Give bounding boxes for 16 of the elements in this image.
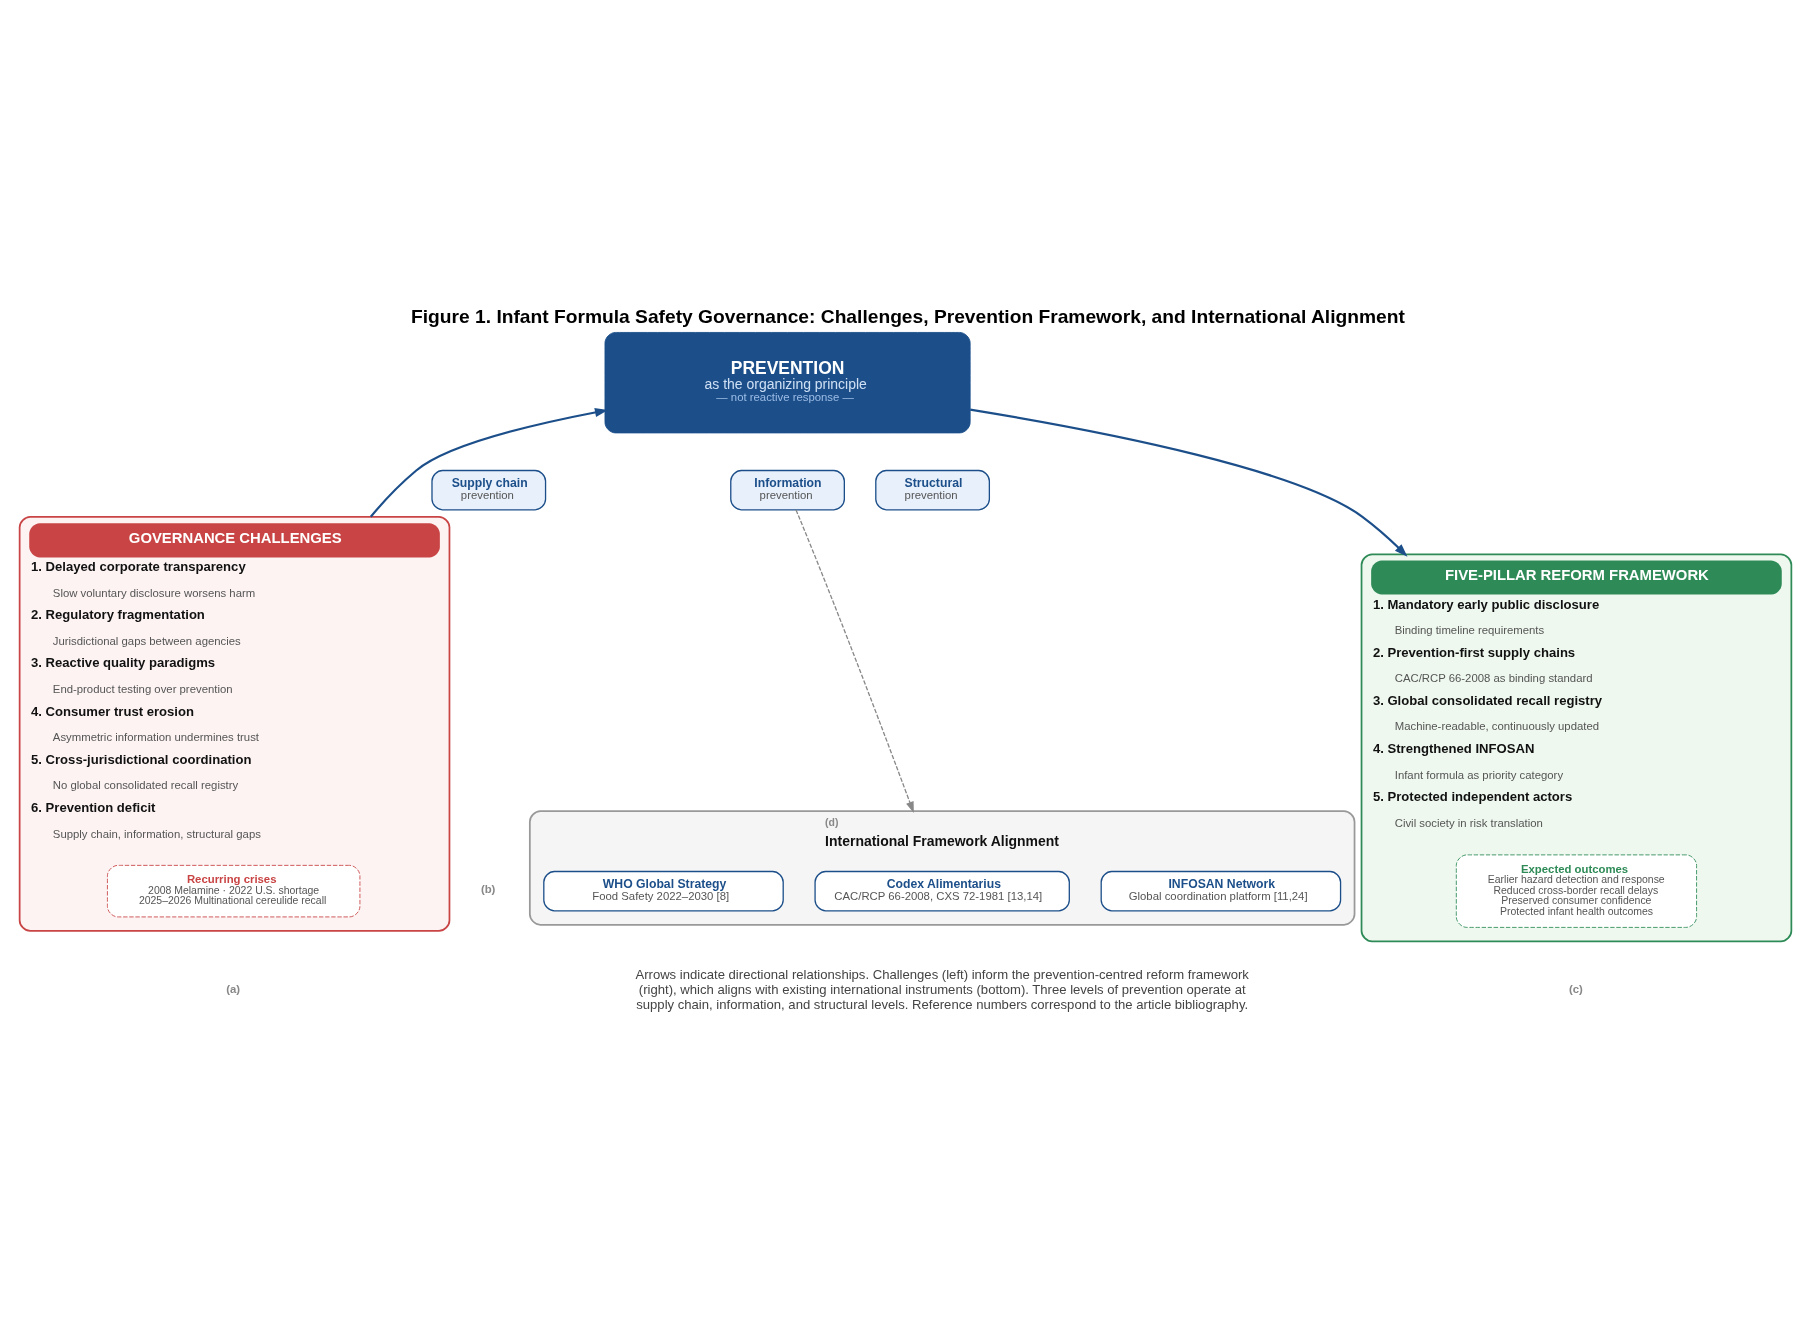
node-box: Recurring crises 2008 Melamine · 2022 U.S. shortage 2025–2026 Multinational cereulide recall bbox=[107, 864, 361, 917]
node-box: Expected outcomes Earlier hazard detection and response Reduced cross-border recall delays Preserved consumer confidence Protected infant health outcomes bbox=[1455, 853, 1697, 928]
node-box: Supply chain prevention bbox=[431, 469, 547, 510]
label: (a) bbox=[226, 982, 241, 995]
arrow bbox=[795, 508, 914, 813]
node-box: Structural prevention bbox=[875, 469, 991, 510]
node-box: INFOSAN Network Global coordination platform [11,24] bbox=[1100, 870, 1342, 911]
node-box: PREVENTION as the organizing principle — not reactive response — bbox=[604, 331, 971, 433]
label: (c) bbox=[1569, 982, 1583, 995]
node-box: Information prevention bbox=[730, 469, 845, 510]
node-box: WHO Global Strategy Food Safety 2022–2030 [8] bbox=[543, 870, 784, 911]
label: (b) bbox=[480, 882, 496, 895]
diagram-title: Figure 1. Infant Formula Safety Governance: Challenges, Prevention Framework, and International Alignment bbox=[411, 304, 1405, 326]
node-box: Codex Alimentarius CAC/RCP 66-2008, CXS 72-1981 [13,14] bbox=[814, 870, 1070, 911]
arrow bbox=[970, 408, 1408, 557]
caption: Arrows indicate directional relationships. Challenges (left) inform the prevention-centred reform framework (right), which aligns with existing international instruments (bottom). Three levels of prevention operate at supply chain, information, and structural levels. Reference numbers correspond to the article bibliography. bbox=[635, 966, 1249, 1012]
